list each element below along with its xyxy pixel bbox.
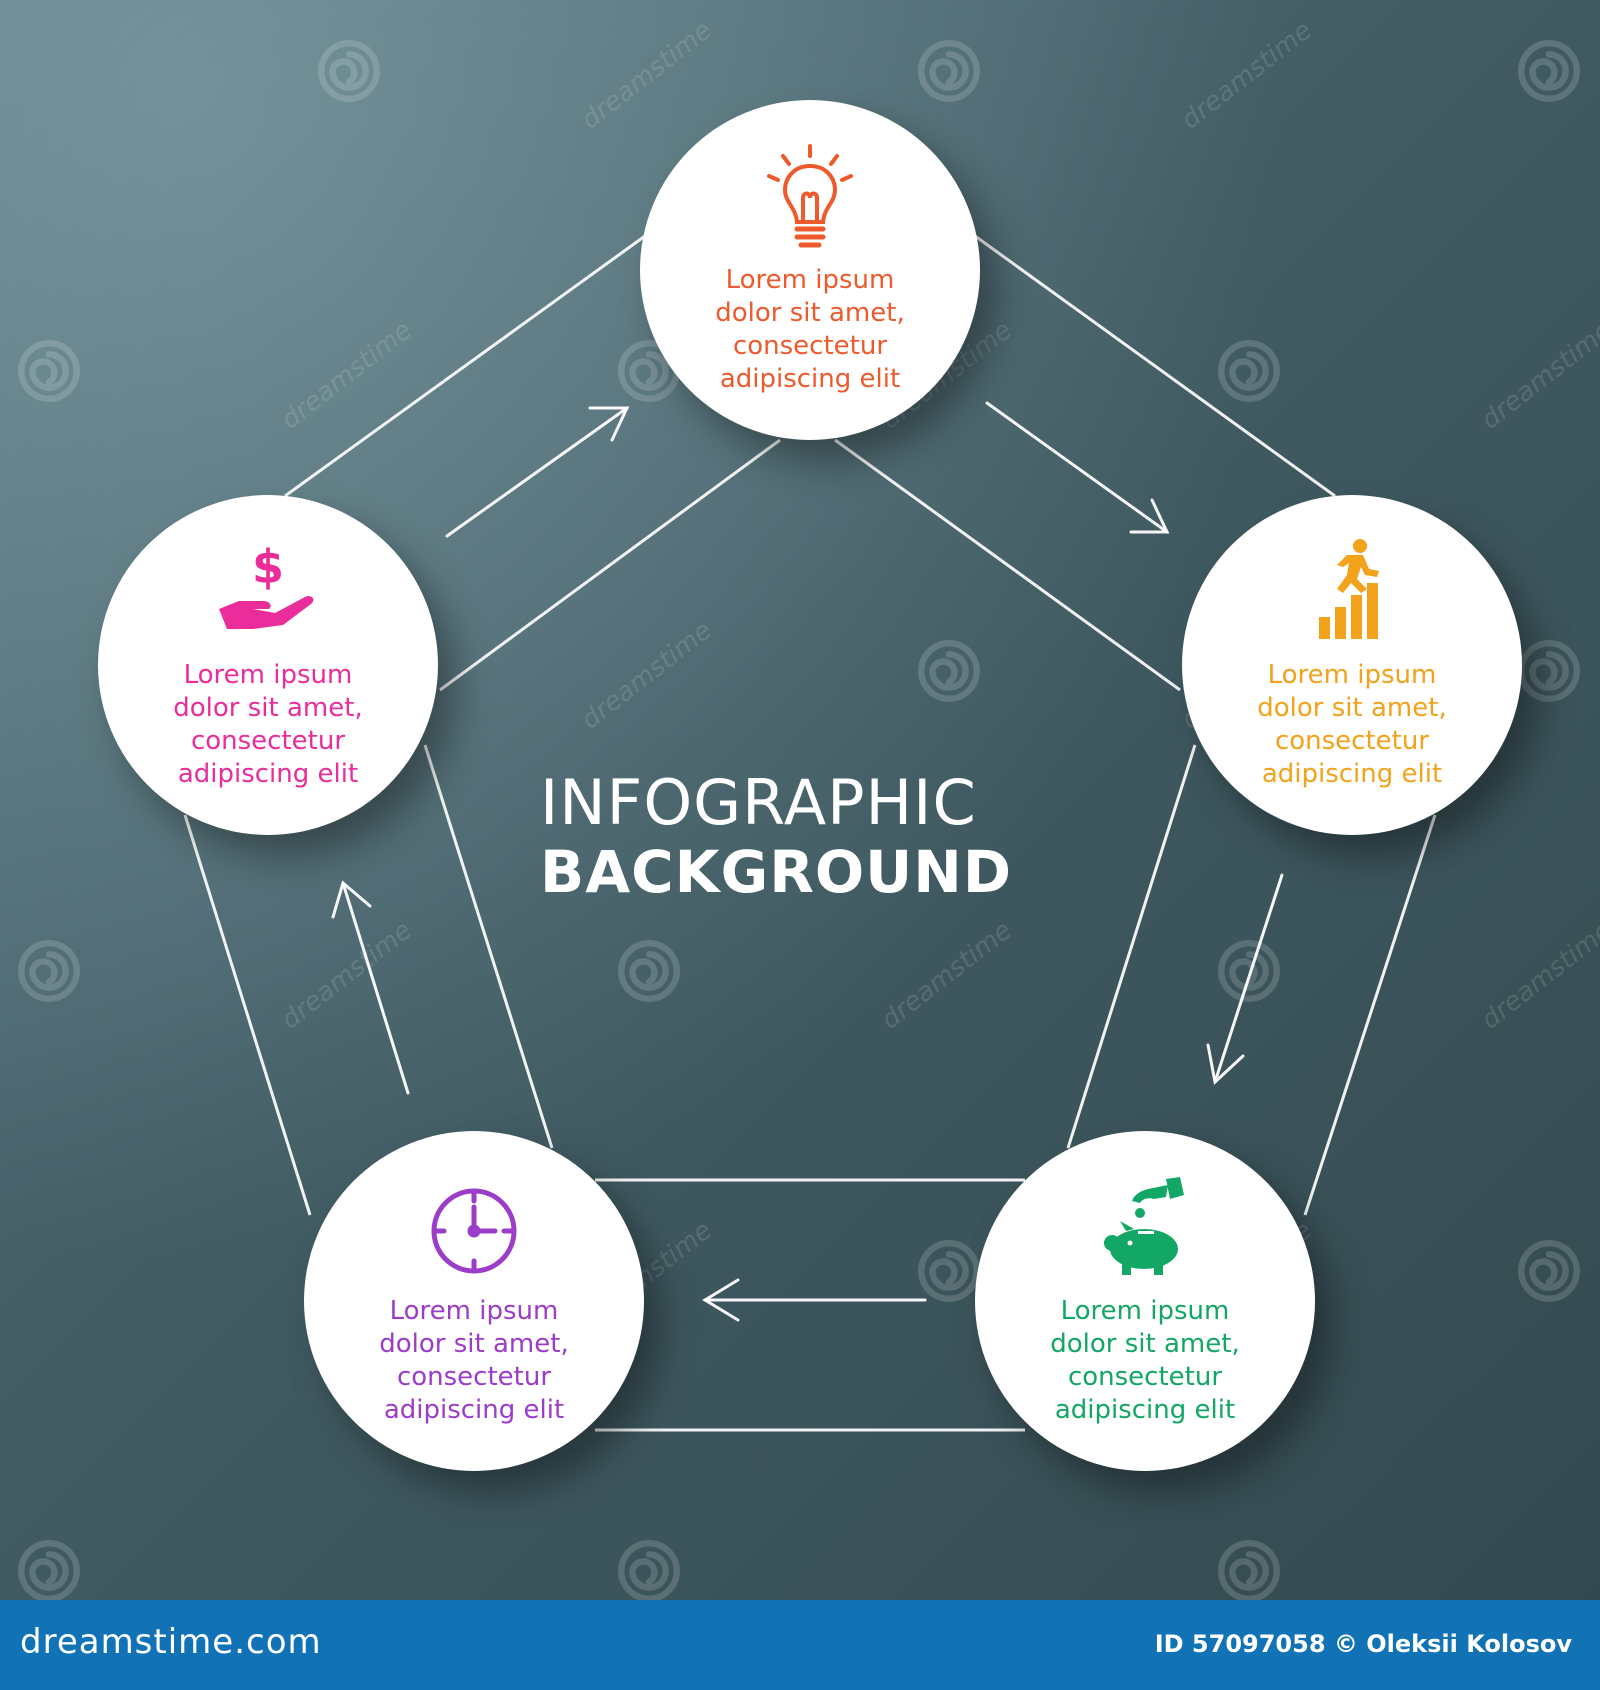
watermark-swirl-icon — [1221, 1543, 1277, 1599]
step-text-top: Lorem ipsum dolor sit amet, consectetur … — [715, 265, 905, 394]
step-node-bottom-right: Lorem ipsum dolor sit amet, consectetur … — [975, 1131, 1315, 1471]
lightbulb-icon — [767, 144, 853, 248]
inner-edge-line — [439, 438, 781, 692]
watermark-text: dreamstime — [276, 915, 418, 1035]
footer-credit: ID 57097058 © Oleksii Kolosov — [1154, 1630, 1572, 1658]
watermark-swirl-icon — [921, 1243, 977, 1299]
watermark-swirl-icon — [621, 943, 677, 999]
step-text-bottom-right: Lorem ipsum dolor sit amet, consectetur … — [1050, 1296, 1240, 1425]
watermark-swirl-icon — [621, 1543, 677, 1599]
watermark-text: dreamstime — [1476, 315, 1600, 435]
watermark-swirl-icon — [1521, 43, 1577, 99]
step-text-bottom-left: Lorem ipsum dolor sit amet, consectetur … — [379, 1296, 569, 1425]
inner-edge-line — [834, 438, 1181, 692]
watermark-swirl-icon — [1521, 1243, 1577, 1299]
outer-edge-line — [1303, 814, 1437, 1216]
watermark-swirl-icon — [1521, 643, 1577, 699]
arrow-bottom-right-to-bottom-left — [702, 1278, 927, 1322]
direction-arrows — [331, 401, 1284, 1322]
step-node-bottom-left: Lorem ipsum dolor sit amet, consectetur … — [304, 1131, 644, 1471]
inner-edge-line — [423, 744, 554, 1149]
watermark-text: dreamstime — [576, 615, 718, 735]
watermark-text: dreamstime — [576, 15, 718, 135]
watermark-swirl-icon — [921, 643, 977, 699]
watermark-text: dreamstime — [276, 315, 418, 435]
growth-runner-icon — [1319, 539, 1379, 639]
inner-edge-line — [1066, 744, 1197, 1149]
watermark-swirl-icon — [921, 43, 977, 99]
watermark-swirl-icon — [321, 43, 377, 99]
connector-lines — [183, 234, 1437, 1432]
arrow-top-to-right — [985, 401, 1170, 534]
money-hand-icon: $ — [219, 540, 314, 629]
watermark-swirl-icon — [1221, 343, 1277, 399]
step-text-left: Lorem ipsum dolor sit amet, consectetur … — [173, 660, 363, 789]
step-node-top: Lorem ipsum dolor sit amet, consectetur … — [640, 100, 980, 440]
pentagon-diagram: dreamstime dreamstime dreamstime dreamst… — [0, 15, 1600, 1600]
arrow-bottom-left-to-left — [331, 880, 410, 1095]
center-title: INFOGRAPHIC BACKGROUND — [540, 766, 1060, 907]
footer-site-name: dreamstime.com — [20, 1622, 322, 1662]
infographic-stage: dreamstime dreamstime dreamstime dreamst… — [0, 0, 1600, 1600]
outer-edge-line — [284, 234, 646, 498]
title-line-1: INFOGRAPHIC — [540, 766, 977, 839]
watermark-swirl-icon — [21, 1543, 77, 1599]
watermark-swirl-icon — [21, 343, 77, 399]
watermark-swirl-icon — [1221, 943, 1277, 999]
step-node-right: Lorem ipsum dolor sit amet, consectetur … — [1182, 495, 1522, 835]
step-text-right: Lorem ipsum dolor sit amet, consectetur … — [1257, 660, 1447, 789]
step-node-left: $ Lorem ipsum dolor sit amet, consectetu… — [98, 495, 438, 835]
watermark-text: dreamstime — [1176, 15, 1318, 135]
outer-edge-line — [974, 234, 1336, 498]
watermark-text: dreamstime — [1476, 915, 1600, 1035]
outer-edge-line — [183, 814, 312, 1216]
piggy-bank-icon — [1104, 1177, 1184, 1275]
watermark-text: dreamstime — [876, 915, 1018, 1035]
title-line-2: BACKGROUND — [540, 838, 1012, 906]
arrow-right-to-bottom-right — [1206, 873, 1284, 1085]
svg-text:$: $ — [252, 540, 284, 594]
watermark-swirl-icon — [21, 943, 77, 999]
arrow-left-to-top — [445, 406, 630, 538]
clock-icon — [431, 1188, 517, 1274]
footer-bar: dreamstime.com ID 57097058 © Oleksii Kol… — [0, 1600, 1600, 1690]
